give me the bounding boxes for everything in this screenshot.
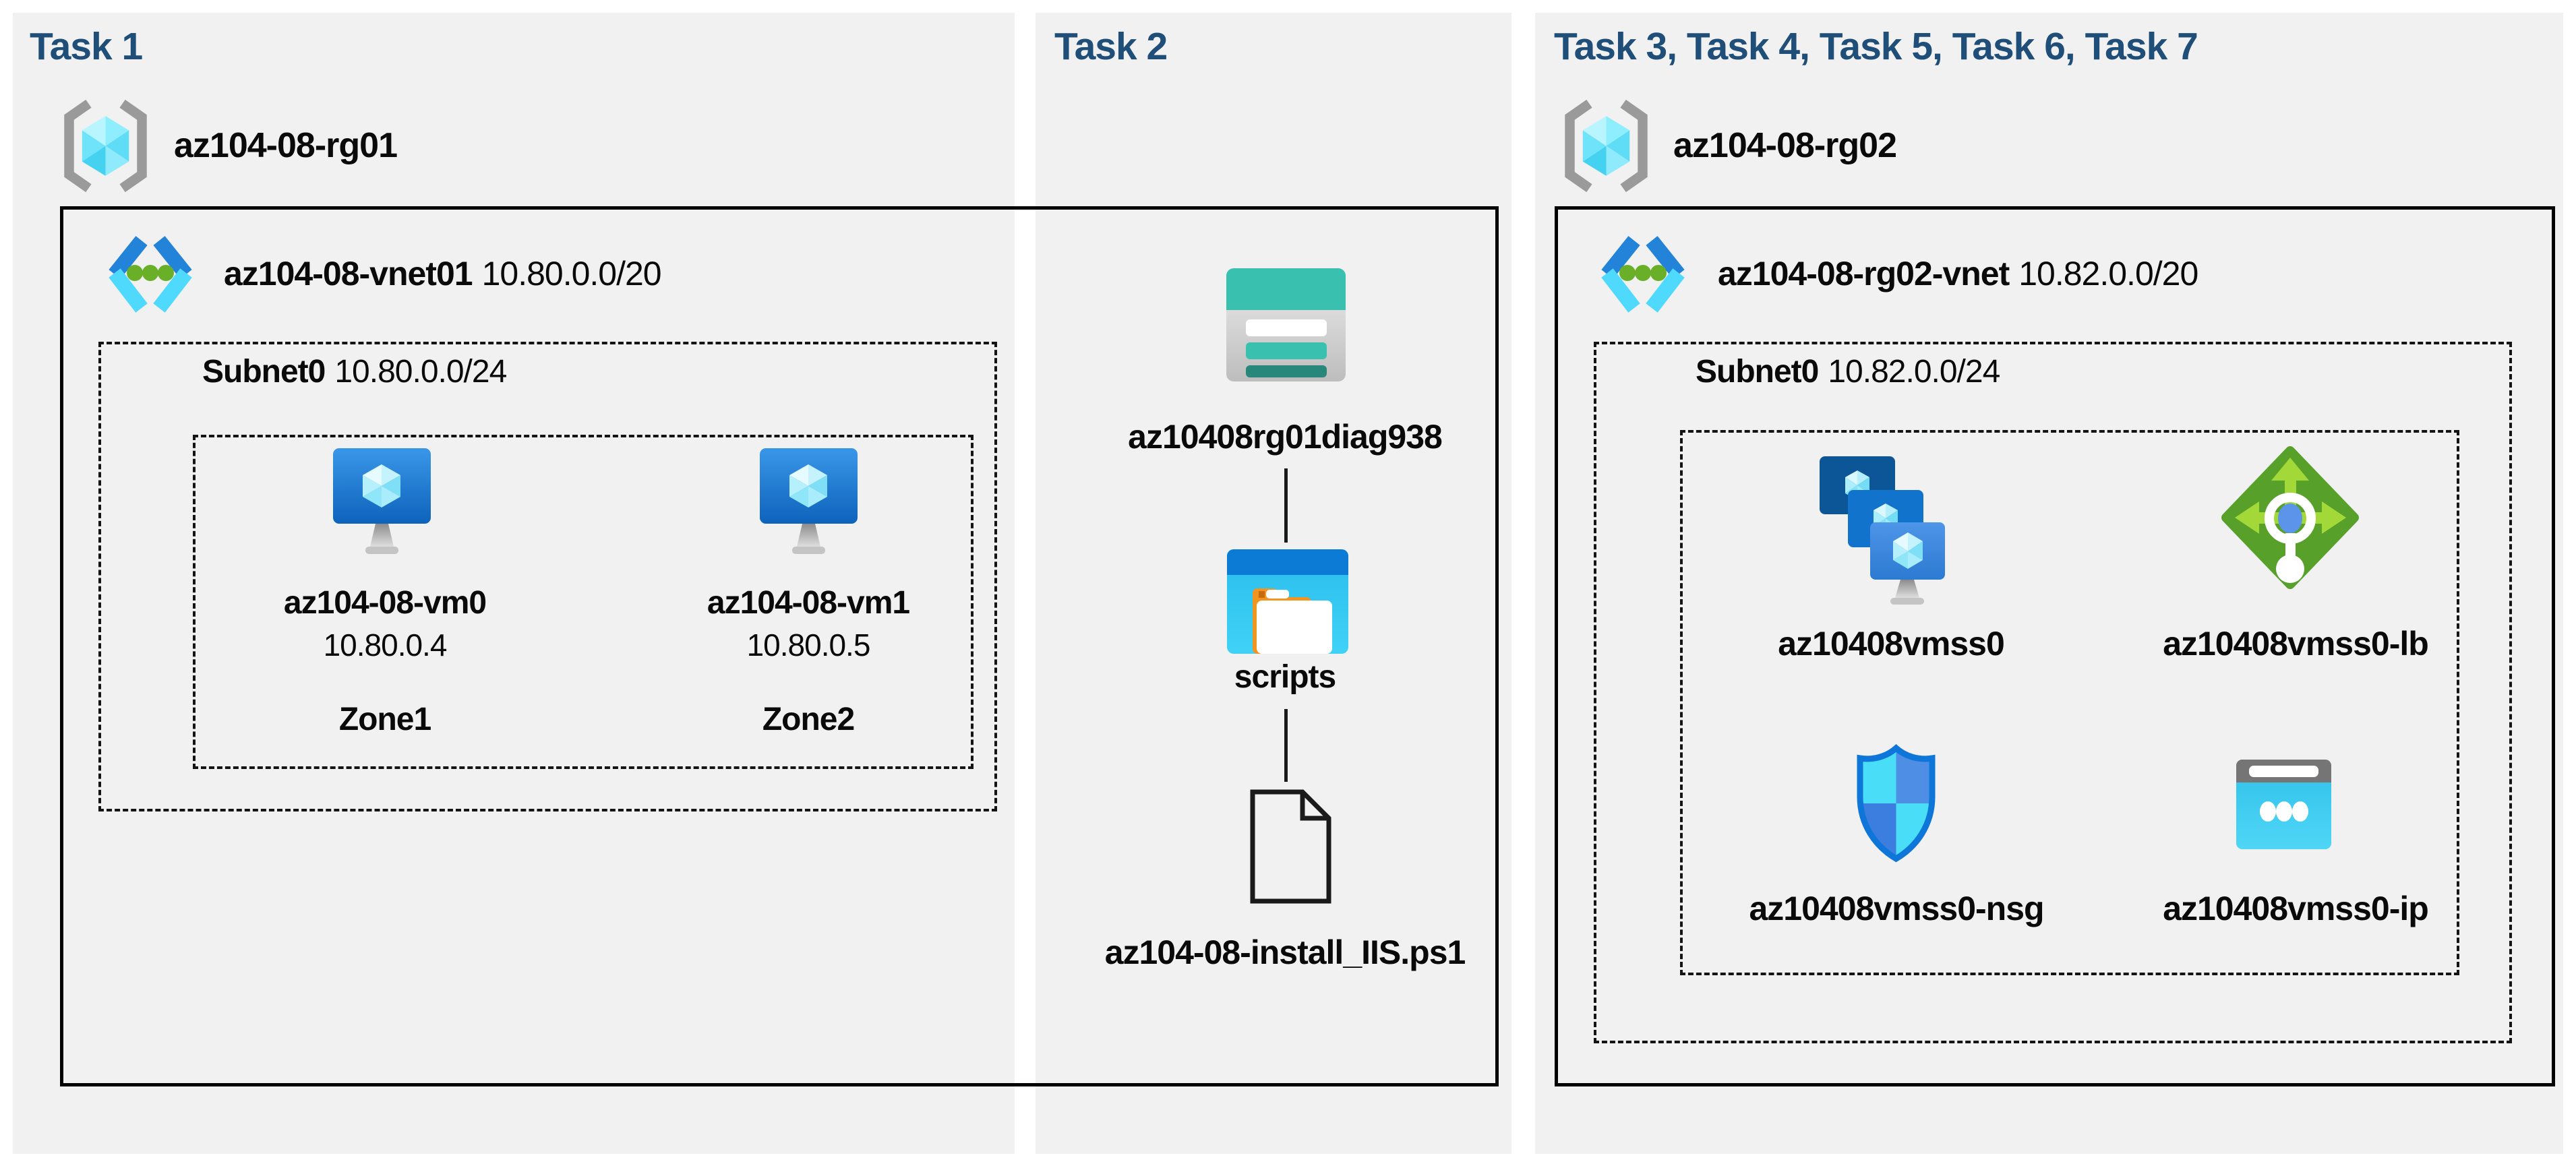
blob-container-icon	[1227, 549, 1348, 654]
vm-scale-set-icon	[1820, 456, 1945, 605]
subnet-cidr: 10.80.0.0/24	[334, 354, 507, 390]
vmss-group-dashed-box	[1680, 430, 2459, 975]
storage-account-name: az10408rg01diag938	[1128, 418, 1443, 456]
subnet-name: Subnet0	[202, 354, 326, 390]
vnet-cidr: 10.82.0.0/20	[2018, 255, 2198, 293]
subnet0-rg01-dashed-box	[98, 342, 997, 811]
task2-title: Task 2	[1054, 25, 1168, 68]
resource-group-name: az104-08-rg02	[1673, 126, 1897, 165]
panel-task1	[13, 13, 1015, 1154]
load-balancer-name: az10408vmss0-lb	[2163, 625, 2429, 663]
vm0-name: az104-08-vm0	[283, 585, 487, 621]
rg01-vnet-box	[60, 206, 1499, 1086]
storage-account-icon	[1226, 268, 1346, 381]
vm-group-dashed-box	[193, 435, 974, 769]
load-balancer-icon	[2221, 446, 2359, 589]
scripts-container-name: scripts	[1234, 659, 1336, 695]
virtual-machine-icon	[333, 448, 431, 554]
public-ip-icon	[2236, 760, 2331, 849]
subnet-name: Subnet0	[1696, 354, 1819, 390]
rg02-vnet-box	[1555, 206, 2555, 1086]
vnet-name: az104-08-vnet01	[224, 255, 473, 293]
vm0-ip: 10.80.0.4	[323, 627, 448, 663]
task1-title: Task 1	[30, 25, 143, 68]
task3-title: Task 3, Task 4, Task 5, Task 6, Task 7	[1554, 25, 2198, 68]
virtual-network-icon	[1601, 236, 1685, 313]
connector-scripts-to-file	[1284, 709, 1288, 782]
vnet-cidr: 10.80.0.0/20	[481, 255, 662, 293]
resource-group-icon	[1565, 100, 1648, 192]
vm1-name: az104-08-vm1	[707, 585, 910, 621]
vm0-zone: Zone1	[338, 702, 431, 737]
vm1-ip: 10.80.0.5	[746, 627, 871, 663]
vnet-name: az104-08-rg02-vnet	[1718, 255, 2010, 293]
subnet-cidr: 10.82.0.0/24	[1828, 354, 2000, 390]
subnet0-rg02-dashed-box	[1594, 342, 2512, 1043]
virtual-network-icon	[109, 236, 192, 313]
connector-storage-to-scripts	[1284, 468, 1288, 543]
resource-group-name: az104-08-rg01	[174, 126, 398, 165]
script-file-icon	[1250, 789, 1331, 904]
vm1-zone: Zone2	[762, 702, 855, 737]
nsg-name: az10408vmss0-nsg	[1749, 890, 2044, 927]
vmss-name: az10408vmss0	[1778, 625, 2005, 663]
network-security-group-icon	[1857, 743, 1936, 863]
panel-task3	[1535, 13, 2563, 1154]
virtual-machine-icon	[760, 448, 858, 554]
script-file-name: az104-08-install_IIS.ps1	[1104, 933, 1466, 971]
resource-group-icon	[64, 100, 147, 192]
public-ip-name: az10408vmss0-ip	[2163, 890, 2429, 927]
